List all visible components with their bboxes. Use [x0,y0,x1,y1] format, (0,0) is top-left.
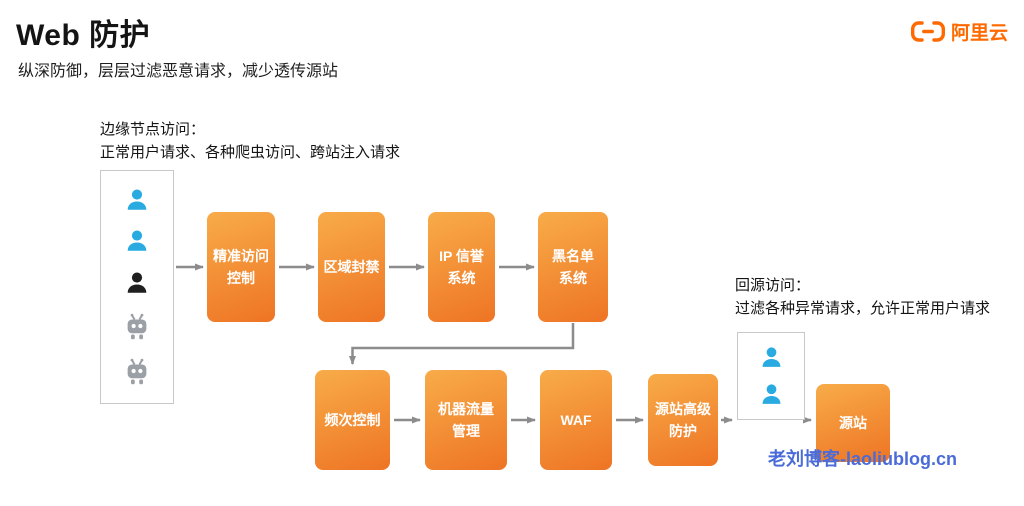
user-icon [127,230,147,252]
user-icon [762,347,780,367]
logo-label: 阿里云 [950,23,1008,44]
node-ip-reputation: IP 信誉 系统 [428,212,495,322]
alibaba-cloud-logo: 阿里云 [910,18,1008,45]
node-origin-site: 源站 [816,384,890,462]
user-icon [127,272,147,293]
edge-traffic-box [100,170,174,404]
crawler-bot-icon [127,359,147,385]
node-origin-advanced-protection: 源站高级 防护 [648,374,718,466]
crawler-bot-icon [127,313,147,339]
node-blacklist: 黑名单 系统 [538,212,608,322]
return-access-label: 回源访问： 过滤各种异常请求，允许正常用户请求 [735,274,990,320]
return-access-title: 回源访问： [735,277,811,294]
page-subtitle: 纵深防御，层层过滤恶意请求，减少透传源站 [18,63,339,80]
node-waf: WAF [540,370,612,470]
edge-access-title: 边缘节点访问： [100,121,206,138]
user-icon [127,189,147,210]
edge-access-label: 边缘节点访问： 正常用户请求、各种爬虫访问、跨站注入请求 [100,118,400,164]
node-bot-traffic-management: 机器流量 管理 [425,370,507,470]
page-title: Web 防护 [16,19,151,52]
alibaba-cloud-icon [910,21,945,42]
return-access-description: 过滤各种异常请求，允许正常用户请求 [735,300,991,317]
flow-connector-row1-to-row2 [349,323,575,365]
user-icon [762,384,780,404]
return-traffic-box [737,332,805,420]
edge-access-description: 正常用户请求、各种爬虫访问、跨站注入请求 [100,144,401,161]
node-precise-access-control: 精准访问 控制 [207,212,275,322]
node-rate-control: 频次控制 [315,370,390,470]
watermark-text: 老刘博客-laoliublog.cn [768,449,957,469]
node-region-block: 区域封禁 [318,212,385,322]
